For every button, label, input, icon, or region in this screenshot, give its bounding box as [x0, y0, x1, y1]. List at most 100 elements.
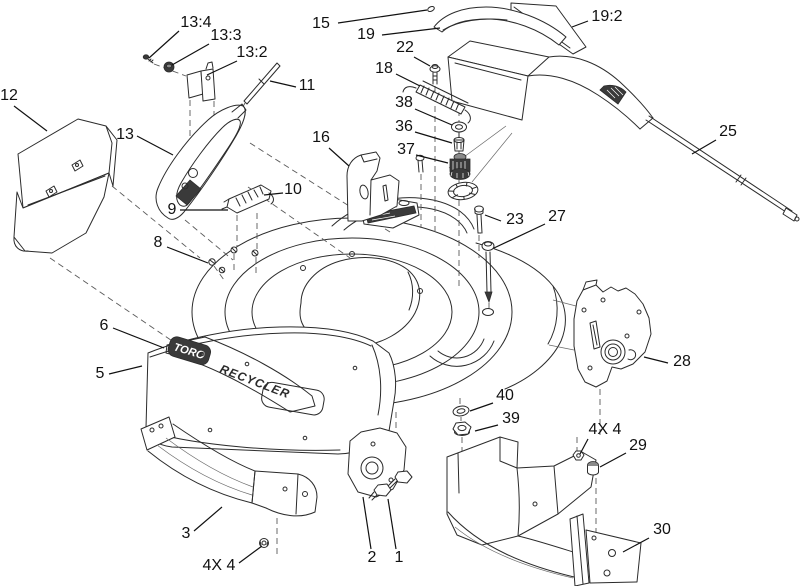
- cable-bracket-16: [346, 151, 400, 222]
- latch-screw: [230, 246, 238, 254]
- callout-label-19-2: 19:2: [591, 8, 622, 25]
- deck-screws-8: [208, 258, 226, 274]
- callout-leader-10: [263, 192, 284, 196]
- flange-nut-4x4-left: [259, 538, 269, 548]
- handle-grip: [599, 84, 627, 105]
- callout-layer: 1213:413:313:211131098151919:22218383637…: [0, 8, 737, 574]
- callout-leader-30: [622, 537, 650, 553]
- lower-bracket-3: [140, 416, 318, 517]
- callout-leader-2: [362, 496, 372, 550]
- front-cover: TORO RECYCLER: [145, 326, 397, 455]
- callout-leader-23: [484, 214, 502, 222]
- callout-label-36: 36: [395, 118, 413, 135]
- latch-handle-9-10: [221, 184, 274, 257]
- callout-leader-19: [381, 27, 441, 36]
- callout-leader-16: [328, 147, 350, 167]
- deflector-clip: [71, 159, 84, 172]
- callout-label-2: 2: [368, 549, 377, 566]
- callout-leader-28: [643, 356, 669, 364]
- callout-label-8: 8: [154, 234, 163, 251]
- callout-leader-19-2: [571, 20, 589, 28]
- latch-screw: [251, 249, 259, 257]
- lock-nut-39: [452, 421, 472, 436]
- knurled-knob-37: [449, 153, 471, 180]
- bushing-36: [453, 137, 465, 152]
- callout-leader-1: [387, 498, 397, 550]
- callout-leader-4x4-right: [579, 438, 589, 455]
- callout-label-11: 11: [299, 77, 316, 94]
- callout-leader-11: [269, 80, 297, 88]
- callout-label-28: 28: [673, 353, 691, 370]
- control-cable-rod-25: [645, 115, 800, 222]
- callout-label-39: 39: [502, 410, 520, 427]
- pivot-bracket-13-2: [186, 61, 216, 102]
- flange-nut-4x4-right: [572, 450, 585, 461]
- callout-leader-8: [166, 246, 209, 264]
- mount-bracket-30: [569, 513, 642, 586]
- callout-leader-18: [395, 73, 421, 87]
- callout-label-13-3: 13:3: [210, 27, 241, 44]
- hex-bolt-23: [474, 205, 484, 234]
- callout-label-30: 30: [653, 521, 671, 538]
- cable-clamp-bracket-18: [402, 80, 471, 124]
- callout-label-15: 15: [312, 15, 330, 32]
- callout-label-37: 37: [397, 141, 415, 158]
- callout-leader-29: [599, 452, 627, 468]
- retainer-clip: [627, 349, 637, 361]
- handle-mount-bracket-13: [155, 103, 247, 220]
- cover-recess-tray: [261, 381, 325, 416]
- callout-label-12: 12: [0, 87, 18, 104]
- mount-bolt-1: [368, 483, 392, 501]
- callout-label-29: 29: [629, 437, 647, 454]
- pin-15: [427, 6, 435, 12]
- callout-label-9: 9: [168, 201, 177, 218]
- screw-13-4: [142, 54, 154, 64]
- deflector-panel-12: [13, 118, 118, 254]
- callout-label-1: 1: [395, 549, 404, 566]
- callout-leader-5: [108, 365, 143, 375]
- washer-38: [451, 121, 467, 138]
- washer-40: [452, 405, 470, 417]
- callout-leader-12: [13, 105, 48, 132]
- callout-leader-13: [136, 135, 174, 156]
- knob-bolt-27: [481, 241, 495, 316]
- callout-leader-36: [414, 131, 453, 144]
- callout-label-22: 22: [396, 39, 414, 56]
- baffle-plate-2: [347, 427, 407, 498]
- callout-leader-13-2: [206, 60, 238, 76]
- callout-label-25: 25: [719, 123, 737, 140]
- callout-label-40: 40: [496, 387, 514, 404]
- callout-label-4x4-left: 4X 4: [203, 557, 236, 574]
- callout-label-10: 10: [284, 181, 302, 198]
- callout-leader-40: [469, 402, 494, 412]
- callout-leader-37: [415, 154, 449, 164]
- bag-housing: [447, 40, 654, 183]
- side-plate-28: [573, 279, 652, 388]
- callout-leader-3: [193, 506, 223, 532]
- callout-label-38: 38: [395, 94, 413, 111]
- deck-ring-boss: [447, 181, 479, 201]
- callout-leader-25: [691, 139, 717, 155]
- carriage-bolt-22: [429, 64, 441, 85]
- bag-top-cover-19: [433, 6, 567, 46]
- hex-bolt-unlabeled: [415, 154, 425, 173]
- callout-label-3: 3: [182, 525, 191, 542]
- callout-leader-38: [414, 108, 453, 126]
- callout-label-4x4-right: 4X 4: [589, 421, 622, 438]
- callout-leader-6: [112, 327, 165, 349]
- callout-label-13-2: 13:2: [236, 44, 267, 61]
- callout-label-13: 13: [116, 126, 134, 143]
- callout-label-6: 6: [100, 317, 109, 334]
- callout-label-18: 18: [375, 60, 393, 77]
- callout-label-13-4: 13:4: [180, 14, 211, 31]
- callout-label-16: 16: [312, 129, 330, 146]
- callout-leader-22: [413, 56, 431, 67]
- callout-leader-27: [493, 223, 546, 249]
- callout-label-19: 19: [357, 26, 375, 43]
- callout-leader-15: [337, 9, 428, 24]
- callout-leader-13-3: [171, 43, 210, 66]
- toro-logo-badge: TORO: [167, 336, 212, 366]
- bracket-pivot: [175, 179, 202, 206]
